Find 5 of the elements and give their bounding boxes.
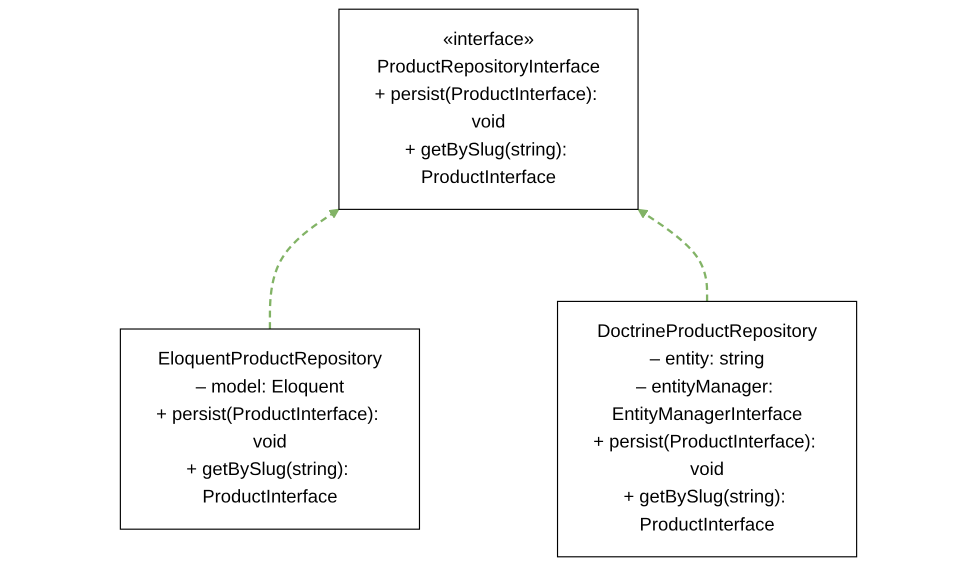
arrow xyxy=(268,208,340,330)
node-box: DoctrineProductRepository – entity: string – entityManager: EntityManagerInterface + persist(ProductInterface): void + getBySlug(string): ProductInterface xyxy=(556,300,858,558)
node-box: EloquentProductRepository – model: Eloquent + persist(ProductInterface): void + getBySlug(string): ProductInterface xyxy=(120,328,420,530)
arrow xyxy=(638,208,708,302)
node-box: «interface» ProductRepositoryInterface + persist(ProductInterface): void + getBySlug(string): ProductInterface xyxy=(338,8,639,210)
